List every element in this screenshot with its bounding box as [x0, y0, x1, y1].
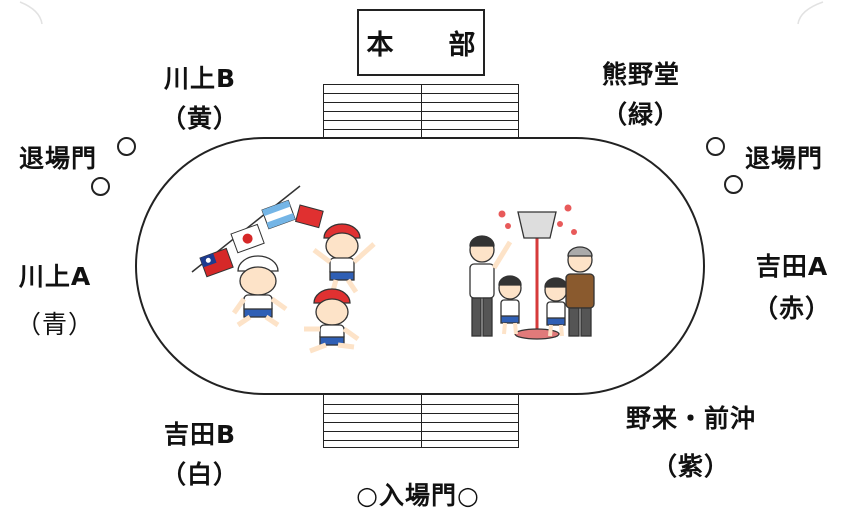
exit-gate-right-marker-upper — [706, 137, 725, 156]
team-noku-maeoki-color: （紫） — [651, 452, 730, 481]
exit-gate-left-label: 退場門 — [18, 144, 97, 173]
headquarters-label: 本 部 — [366, 30, 490, 61]
team-yoshida-b-color: （白） — [160, 460, 239, 489]
exit-gate-right-marker-lower — [724, 175, 743, 194]
exit-gate-left-marker-upper — [117, 137, 136, 156]
team-noku-maeoki-name: 野来・前沖 — [625, 404, 756, 433]
team-yoshida-a-name: 吉田A — [755, 252, 829, 281]
exit-gate-left-marker-lower — [91, 177, 110, 196]
team-yoshida-b-name: 吉田B — [163, 420, 237, 449]
bleachers-bottom — [323, 394, 519, 448]
decorative-arc-right — [797, 1, 824, 25]
bunting-flags-illustration — [191, 185, 324, 278]
exit-gate-right-label: 退場門 — [744, 144, 823, 173]
team-kawakami-a-name: 川上A — [18, 262, 92, 291]
running-children-illustration — [231, 223, 376, 354]
team-kumanodo-color: （緑） — [601, 100, 680, 129]
headquarters-box: 本 部 — [357, 9, 485, 76]
team-kumanodo-name: 熊野堂 — [601, 60, 680, 89]
team-kawakami-b-name: 川上B — [163, 64, 237, 93]
decorative-arc-left — [19, 1, 43, 25]
team-kawakami-b-color: （黄） — [160, 104, 239, 133]
team-yoshida-a-color: （赤） — [752, 294, 831, 323]
bleachers-top — [323, 84, 519, 138]
team-kawakami-a-color: （青） — [15, 310, 94, 339]
entrance-gate-label: ○入場門○ — [356, 481, 480, 510]
family-kusudama-illustration — [469, 204, 595, 340]
